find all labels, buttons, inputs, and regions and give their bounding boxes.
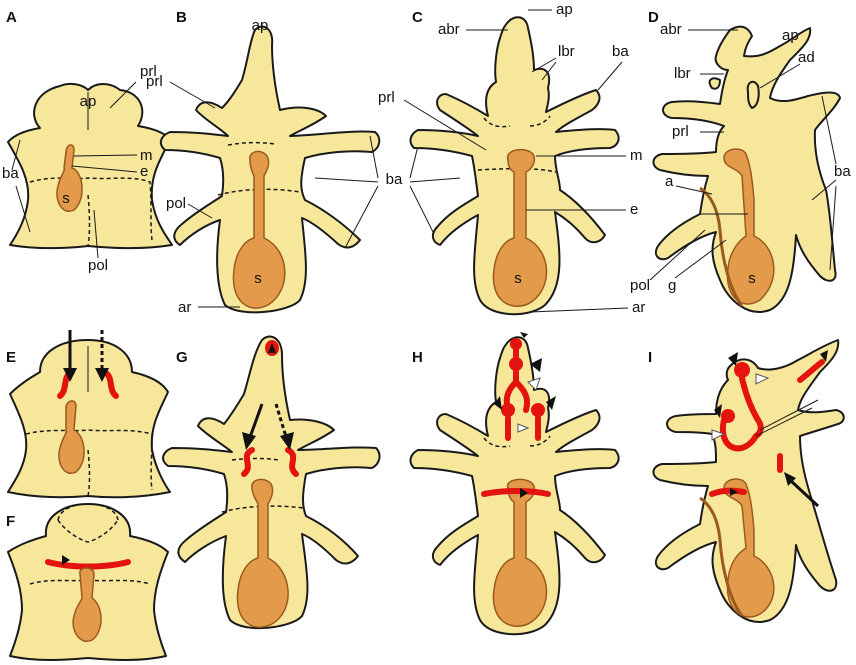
panel-c-m: m bbox=[630, 147, 643, 164]
panel-b: B ap prl pol s ar bbox=[146, 9, 381, 316]
panel-a-larva-body bbox=[7, 82, 173, 250]
panel-i-larva-body bbox=[652, 339, 845, 623]
panel-a-ap: ap bbox=[80, 93, 97, 110]
panel-d-ba: ba bbox=[834, 163, 851, 180]
panel-b-gut bbox=[232, 150, 286, 309]
panel-f: F bbox=[6, 503, 169, 661]
panel-c-e: e bbox=[630, 201, 638, 218]
panel-d-prl: prl bbox=[672, 123, 689, 140]
panel-g-gut bbox=[236, 478, 289, 628]
shared-ba: ba bbox=[386, 171, 403, 188]
panel-i: I bbox=[648, 339, 845, 623]
panel-a-s: s bbox=[62, 190, 70, 207]
panel-b-ap: ap bbox=[252, 17, 269, 34]
panel-c: C ap abr lbr ba prl m e s ar bbox=[378, 1, 645, 316]
panel-b-letter: B bbox=[176, 9, 187, 26]
panel-d-gut bbox=[723, 148, 775, 305]
shared-ba-label: ba bbox=[314, 135, 461, 249]
panel-c-abr: abr bbox=[438, 21, 460, 38]
panel-e: E bbox=[6, 330, 171, 499]
panel-f-gut bbox=[72, 567, 102, 643]
panel-d-g: g bbox=[668, 277, 676, 294]
panel-h-gut bbox=[492, 478, 548, 627]
panel-a-prl: prl bbox=[140, 63, 157, 80]
panel-a-letter: A bbox=[6, 9, 17, 26]
panel-b-pol: pol bbox=[166, 195, 186, 212]
panel-c-letter: C bbox=[412, 9, 423, 26]
panel-d-letter: D bbox=[648, 9, 659, 26]
panel-i-gut bbox=[723, 478, 775, 618]
panel-c-s: s bbox=[514, 270, 522, 287]
panel-e-gut bbox=[58, 400, 85, 475]
panel-e-letter: E bbox=[6, 349, 16, 366]
panel-d-ap: ap bbox=[782, 27, 799, 44]
panel-e-larva-body bbox=[7, 339, 171, 499]
panel-c-prl: prl bbox=[378, 89, 395, 106]
panel-a-gut bbox=[56, 144, 83, 213]
panel-h: H bbox=[409, 332, 620, 636]
panel-b-s: s bbox=[254, 270, 262, 287]
panel-b-ar: ar bbox=[178, 299, 191, 316]
panel-d-abr: abr bbox=[660, 21, 682, 38]
panel-b-prl: prl bbox=[146, 73, 163, 90]
panel-d-s: s bbox=[748, 270, 756, 287]
panel-a-m: m bbox=[140, 147, 153, 164]
panel-b-larva-body bbox=[159, 25, 381, 314]
panel-a-e: e bbox=[140, 163, 148, 180]
panel-g-letter: G bbox=[176, 349, 188, 366]
panel-a-ba: ba bbox=[2, 165, 19, 182]
panel-g-larva-body bbox=[162, 335, 381, 630]
panel-d-pol: pol bbox=[630, 277, 650, 294]
panel-d-lbr: lbr bbox=[674, 65, 691, 82]
panel-c-gut bbox=[492, 148, 548, 307]
panel-c-lbr: lbr bbox=[558, 43, 575, 60]
panel-i-letter: I bbox=[648, 349, 652, 366]
panel-h-letter: H bbox=[412, 349, 423, 366]
panel-a-pol: pol bbox=[88, 257, 108, 274]
panel-d: D abr ap lbr ad prl ba a pol g s bbox=[630, 9, 851, 313]
panel-c-ar: ar bbox=[632, 299, 645, 316]
panel-c-ap: ap bbox=[556, 1, 573, 18]
panel-d-a: a bbox=[665, 173, 674, 190]
panel-c-ba: ba bbox=[612, 43, 629, 60]
panel-d-ad: ad bbox=[798, 49, 815, 66]
panel-g: G bbox=[162, 335, 381, 630]
panel-f-letter: F bbox=[6, 513, 15, 530]
panel-a: A ap prl ba m e s pol bbox=[2, 9, 173, 274]
